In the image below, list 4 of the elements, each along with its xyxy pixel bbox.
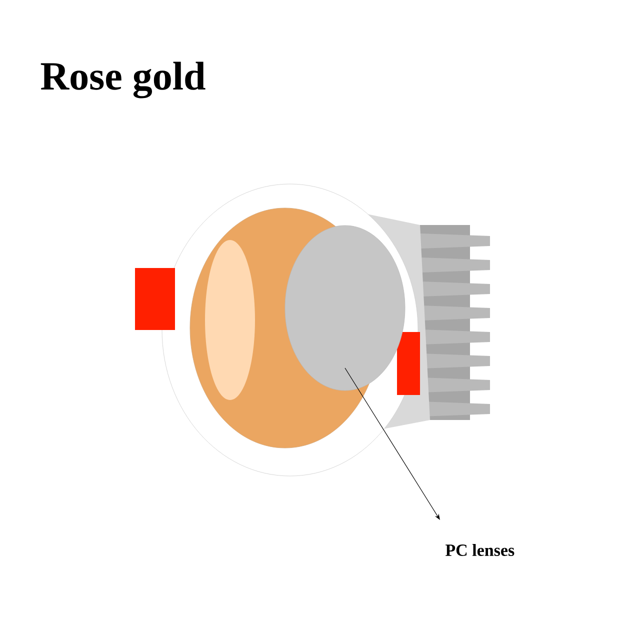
title: Rose gold	[40, 62, 206, 98]
lens	[284, 225, 406, 391]
leader-line	[344, 368, 440, 520]
part-label: PC lenses	[446, 544, 514, 556]
